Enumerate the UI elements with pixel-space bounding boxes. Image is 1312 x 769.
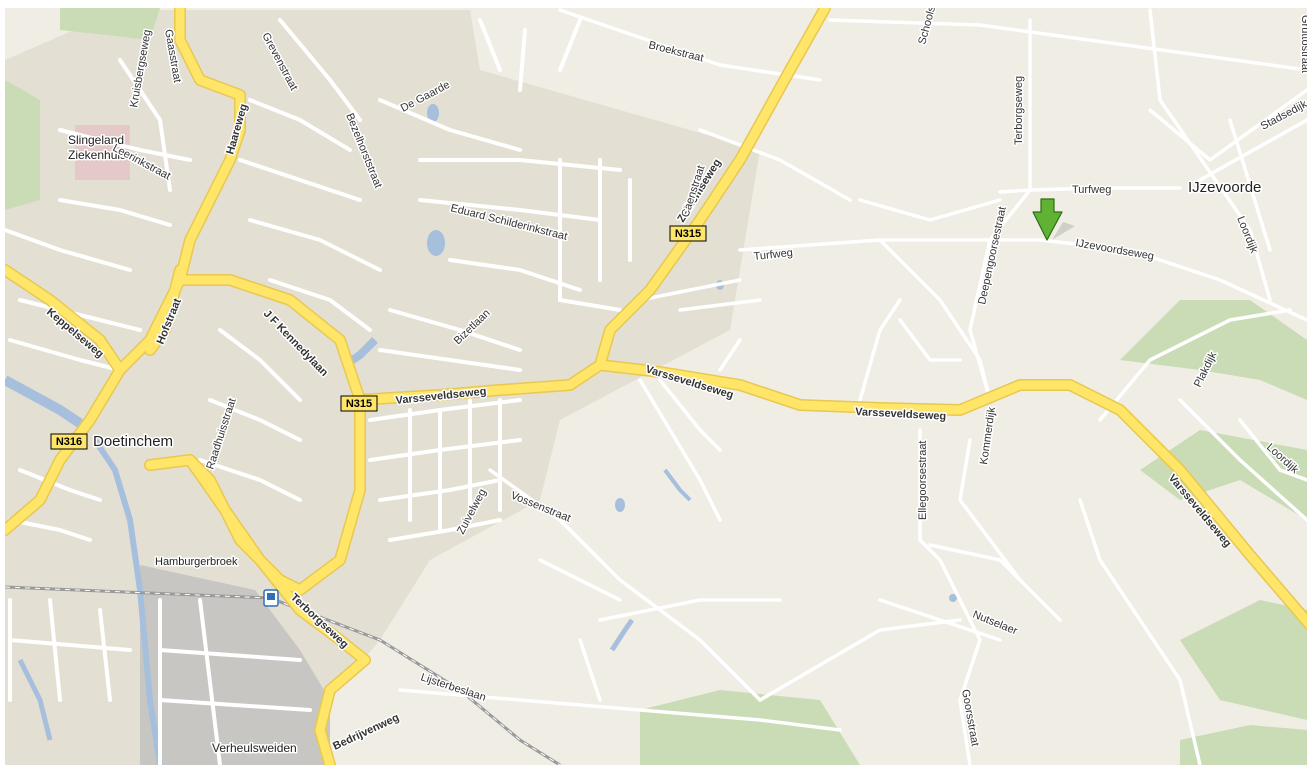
railway xyxy=(5,585,561,765)
svg-text:N316: N316 xyxy=(56,436,82,448)
label-turfweg-west: Turfweg xyxy=(753,247,793,263)
industrial-area xyxy=(140,565,330,765)
road-keppelseweg xyxy=(5,265,125,375)
svg-text:N315: N315 xyxy=(675,228,701,240)
svg-text:N315: N315 xyxy=(346,398,372,410)
urban-area xyxy=(5,10,760,765)
label-ellegoorsestraat: Ellegoorsestraat xyxy=(917,441,929,521)
road-hofstraat xyxy=(145,265,185,355)
rural-roads xyxy=(398,8,1307,765)
place-doetinchem: Doetinchem xyxy=(93,433,173,450)
major-roads xyxy=(5,8,1307,765)
route-shield-n316: N316 xyxy=(50,433,88,450)
road-jf-kennedylaan xyxy=(5,275,365,535)
road-terborgseweg xyxy=(185,455,370,765)
label-turfweg-east: Turfweg xyxy=(1072,184,1111,196)
place-ijzevoorde: IJzevoorde xyxy=(1188,179,1261,196)
road-haareweg xyxy=(175,8,245,285)
location-marker-icon[interactable] xyxy=(1032,198,1075,241)
road-varsseveldseweg xyxy=(595,360,1307,629)
place-verheulsweiden: Verheulsweiden xyxy=(212,741,297,755)
park-areas xyxy=(5,8,1307,765)
label-gruttostraat: Gruttostraat xyxy=(1299,15,1311,73)
route-shield-n315-north: N315 xyxy=(669,225,707,242)
minor-roads xyxy=(5,18,632,765)
hospital-label-line1: Slingeland xyxy=(68,133,124,147)
road-zelhemseweg xyxy=(355,8,830,405)
hospital-label-line2: Ziekenhuis xyxy=(68,148,126,162)
place-hamburgerbroek: Hamburgerbroek xyxy=(155,556,238,568)
train-station-icon[interactable] xyxy=(263,589,279,607)
label-terborgseweg-north: Terborgseweg xyxy=(1013,76,1025,145)
route-shield-n315-center: N315 xyxy=(340,395,378,412)
